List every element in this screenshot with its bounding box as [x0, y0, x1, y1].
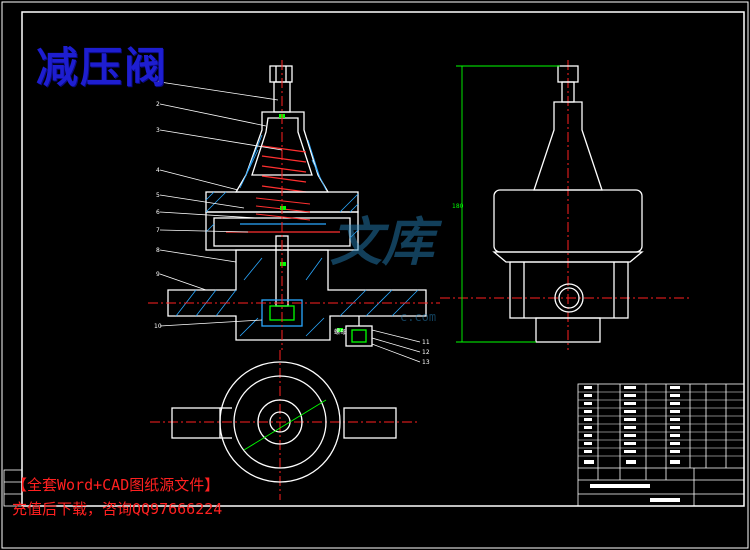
top-view	[171, 361, 397, 483]
ad-line-2: 充值后下载，咨询QQ97666224	[12, 500, 223, 518]
left-title-block	[3, 469, 23, 507]
title-block-text-marks	[584, 386, 680, 502]
part-number-12: 12	[422, 349, 430, 356]
inner-border	[21, 11, 745, 507]
part-number-9: 9	[156, 271, 160, 278]
part-number-11: 11	[422, 339, 430, 346]
part-number-7: 7	[156, 227, 160, 234]
title-block-rows	[578, 391, 744, 457]
part-number-10: 10	[154, 323, 162, 330]
top-view-dimension	[243, 399, 327, 451]
part-number-8: 8	[156, 247, 160, 254]
part-number-3: 3	[156, 127, 160, 134]
height-dimension	[456, 65, 560, 343]
center-lines	[148, 60, 690, 500]
part-number-labels: 1 2 3 4 5 6 7 8 9 10 11 12 13 螺母	[154, 79, 430, 366]
part-number-13: 13	[422, 359, 430, 366]
part-number-1: 1	[156, 79, 160, 86]
watermark: 文库	[330, 212, 435, 273]
part-number-2: 2	[156, 101, 160, 108]
part-number-4: 4	[156, 167, 160, 174]
part-number-6: 6	[156, 209, 160, 216]
ad-line-1: 【全套Word+CAD图纸源文件】	[12, 476, 220, 494]
nut-label: 螺母	[334, 328, 346, 336]
part-number-5: 5	[156, 192, 160, 199]
watermark-url: c.com	[400, 310, 437, 324]
side-view	[492, 65, 644, 343]
height-dimension-label: 180	[452, 203, 464, 210]
leader-lines	[159, 81, 421, 363]
drawing-title: 减压阀	[36, 43, 169, 92]
